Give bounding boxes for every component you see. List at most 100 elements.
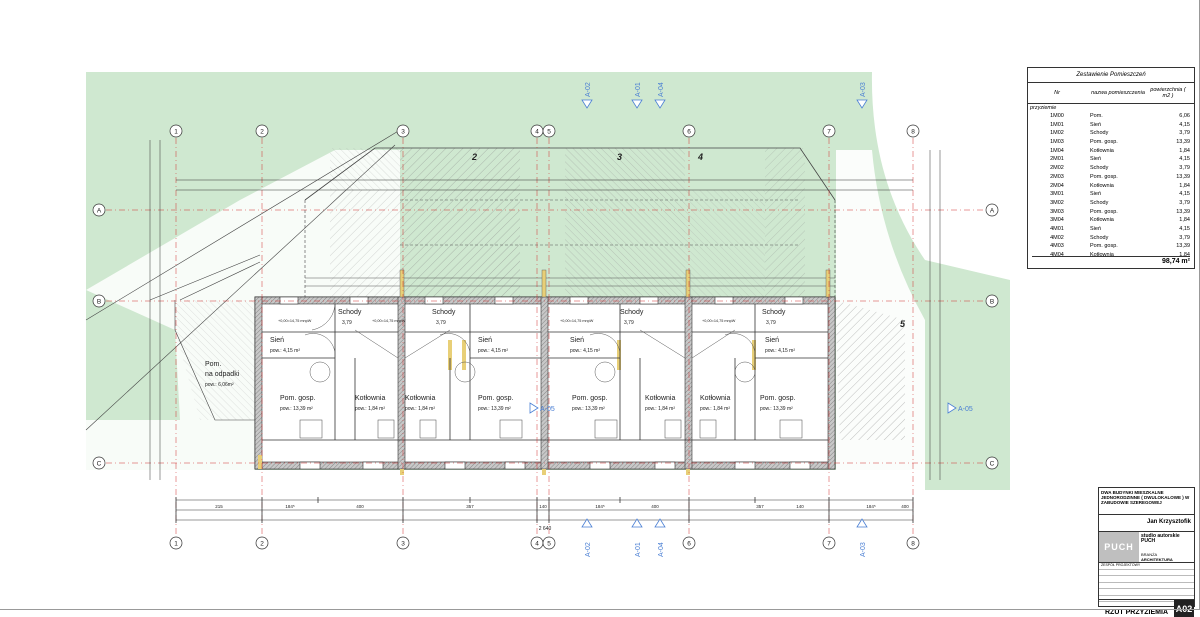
axis-bubble-bottom: 2 [255,536,269,550]
schedule-cell-area: 3,79 [1179,234,1190,241]
axis-bubble-bottom-label: 2 [260,541,264,548]
room-area-hall: pow.: 4,15 m² [270,348,300,354]
section-marker-bottom: A-01 [631,518,643,557]
schedule-title: Zestawienie Pomieszczeń [1028,68,1194,83]
section-marker-top: A-01 [631,82,643,109]
schedule-cell-name: Sień [1090,156,1102,163]
team-line [1099,596,1194,602]
axis-bubble-bottom: 1 [169,536,183,550]
dimension-label: 400 [901,504,909,509]
schedule-cell-nr: 2M03 [1050,173,1064,180]
schedule-cell-area: 13,39 [1176,173,1190,180]
room-schedule-table: Zestawienie Pomieszczeń Nr nazwa pomiesz… [1027,67,1195,269]
schedule-cell-nr: 4M02 [1050,234,1064,241]
studio-logo: PUCH [1099,532,1139,562]
axis-bubble-right: A [985,203,999,217]
room-area-stairs: 3,79 [436,320,446,326]
schedule-cell-name: Kotłownia [1090,217,1114,224]
section-marker-bottom-label: A-01 [635,542,642,557]
level-mark: +0,00=14,75 mnpW [278,319,312,323]
schedule-cell-nr: 3M04 [1050,217,1064,224]
room-name-boiler: Kotłownia [355,395,385,402]
project-name: DWA BUDYNKI MIESZKALNE JEDNORODZINNE ( D… [1099,488,1194,515]
section-marker-bottom-label: A-03 [860,542,867,557]
schedule-cell-area: 6,06 [1179,113,1190,119]
axis-bubble-bottom-label: 7 [827,541,831,548]
room-name-stairs: Schody [762,309,786,316]
schedule-cell-area: 1,84 [1179,182,1190,189]
dimension-label: 400 [356,504,364,509]
schedule-cell-area: 1,84 [1179,147,1190,154]
room-name-boiler: Kotłownia [405,395,435,402]
axis-bubble-top: 3 [396,124,410,138]
schedule-cell-area: 4,15 [1179,156,1190,163]
room-area-hall: pow.: 4,15 m² [765,348,795,354]
axis-bubble-top: 6 [682,124,696,138]
axis-bubble-left-label: B [97,299,101,306]
axis-bubble-left: B [92,294,106,308]
axis-bubble-bottom-label: 4 [535,541,539,548]
waste-room-label: Pom. na odpadki pow.: 6,06m² [205,361,240,388]
schedule-cell-name: Schody [1090,234,1109,241]
schedule-cell-nr: 3M02 [1050,199,1064,206]
schedule-row: 4M04 Kotłownia 1,84 [1028,251,1194,260]
axis-bubble-top: 8 [906,124,920,138]
studio-name: studio autorskie PUCH [1141,533,1180,544]
axis-bubble-right: B [985,294,999,308]
unit-number: 3 [617,152,622,162]
axis-bubble-bottom-label: 3 [401,541,405,548]
room-area-utility: pow.: 13,39 m² [280,406,313,412]
schedule-cell-nr: 4M03 [1050,243,1064,250]
room-name-utility: Pom. gosp. [280,395,315,402]
axis-bubble-top-label: 5 [547,129,551,136]
schedule-cell-nr: 1M04 [1050,147,1064,154]
schedule-cell-area: 1,84 [1179,252,1190,258]
team-line [1099,570,1194,576]
schedule-cell-name: Kotłownia [1090,147,1114,154]
level-mark: +0,00=14,75 mnpW [702,319,736,323]
room-area-utility: pow.: 13,39 m² [572,406,605,412]
col-nr: Nr [1054,90,1060,96]
schedule-cell-nr: 2M02 [1050,165,1064,172]
axis-bubble-right-label: B [990,299,994,306]
terraces-hatched [175,147,905,440]
dimension-label: 184⁵ [866,504,876,509]
waste-room-area: pow.: 6,06m² [205,382,234,388]
room-name-utility: Pom. gosp. [572,395,607,402]
room-name-hall: Sień [765,337,779,344]
drawing-footer: RZUT PRZYZIEMIA A02 [1099,600,1194,617]
section-marker-top: A-02 [581,82,593,109]
room-area-boiler: pow.: 1,84 m² [645,406,675,412]
col-name: nazwa pomieszczenia [1091,90,1145,96]
drawing-name: RZUT PRZYZIEMIA [1105,609,1168,616]
schedule-header: Nr nazwa pomieszczenia powierzchnia ( m2… [1028,83,1194,104]
schedule-cell-nr: 4M04 [1050,252,1064,258]
axis-bubble-bottom: 5 [542,536,556,550]
schedule-cell-nr: 1M03 [1050,139,1064,146]
dimension-label: 357 [756,504,764,509]
schedule-cell-name: Kotłownia [1090,252,1114,258]
axis-bubble-bottom: 8 [906,536,920,550]
schedule-cell-area: 13,39 [1176,243,1190,250]
dimension-label: 140 [796,504,804,509]
room-name-stairs: Schody [620,309,644,316]
room-area-utility: pow.: 13,39 m² [760,406,793,412]
total-dimension: 2 640 [539,526,552,532]
schedule-row: 2M01 Sień 4,15 [1028,155,1194,164]
team-line [1099,583,1194,589]
schedule-cell-nr: 2M01 [1050,156,1064,163]
schedule-cell-nr: 3M01 [1050,191,1064,198]
axis-bubble-top: 2 [255,124,269,138]
schedule-cell-name: Schody [1090,199,1109,206]
